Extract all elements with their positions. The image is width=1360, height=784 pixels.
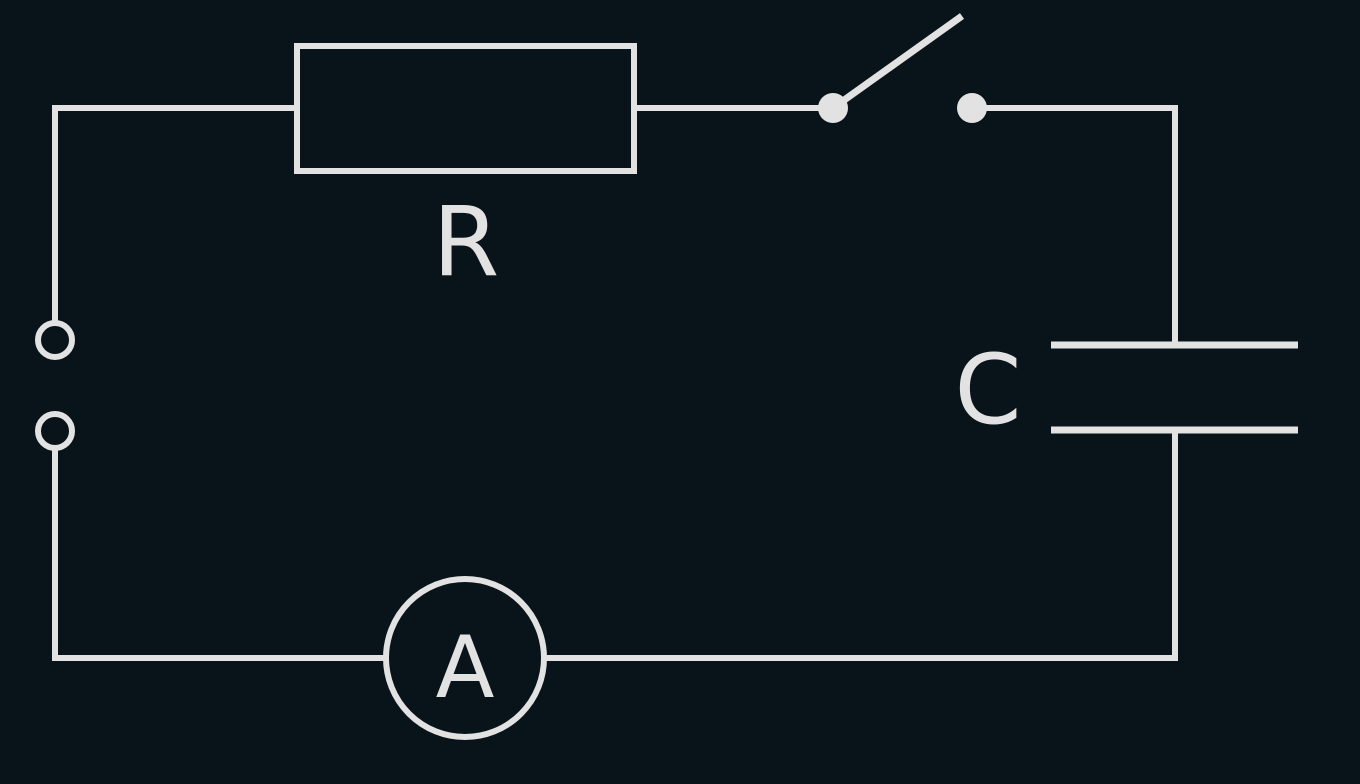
ammeter [383,576,547,740]
terminal-top [35,320,75,360]
switch-lever [830,13,965,111]
resistor-label: R [433,186,500,298]
ammeter-label: A [436,618,495,718]
resistor [294,43,637,174]
switch-fixed-contact [957,93,987,123]
terminal-bottom [35,411,75,451]
capacitor-label: C [954,334,1021,446]
